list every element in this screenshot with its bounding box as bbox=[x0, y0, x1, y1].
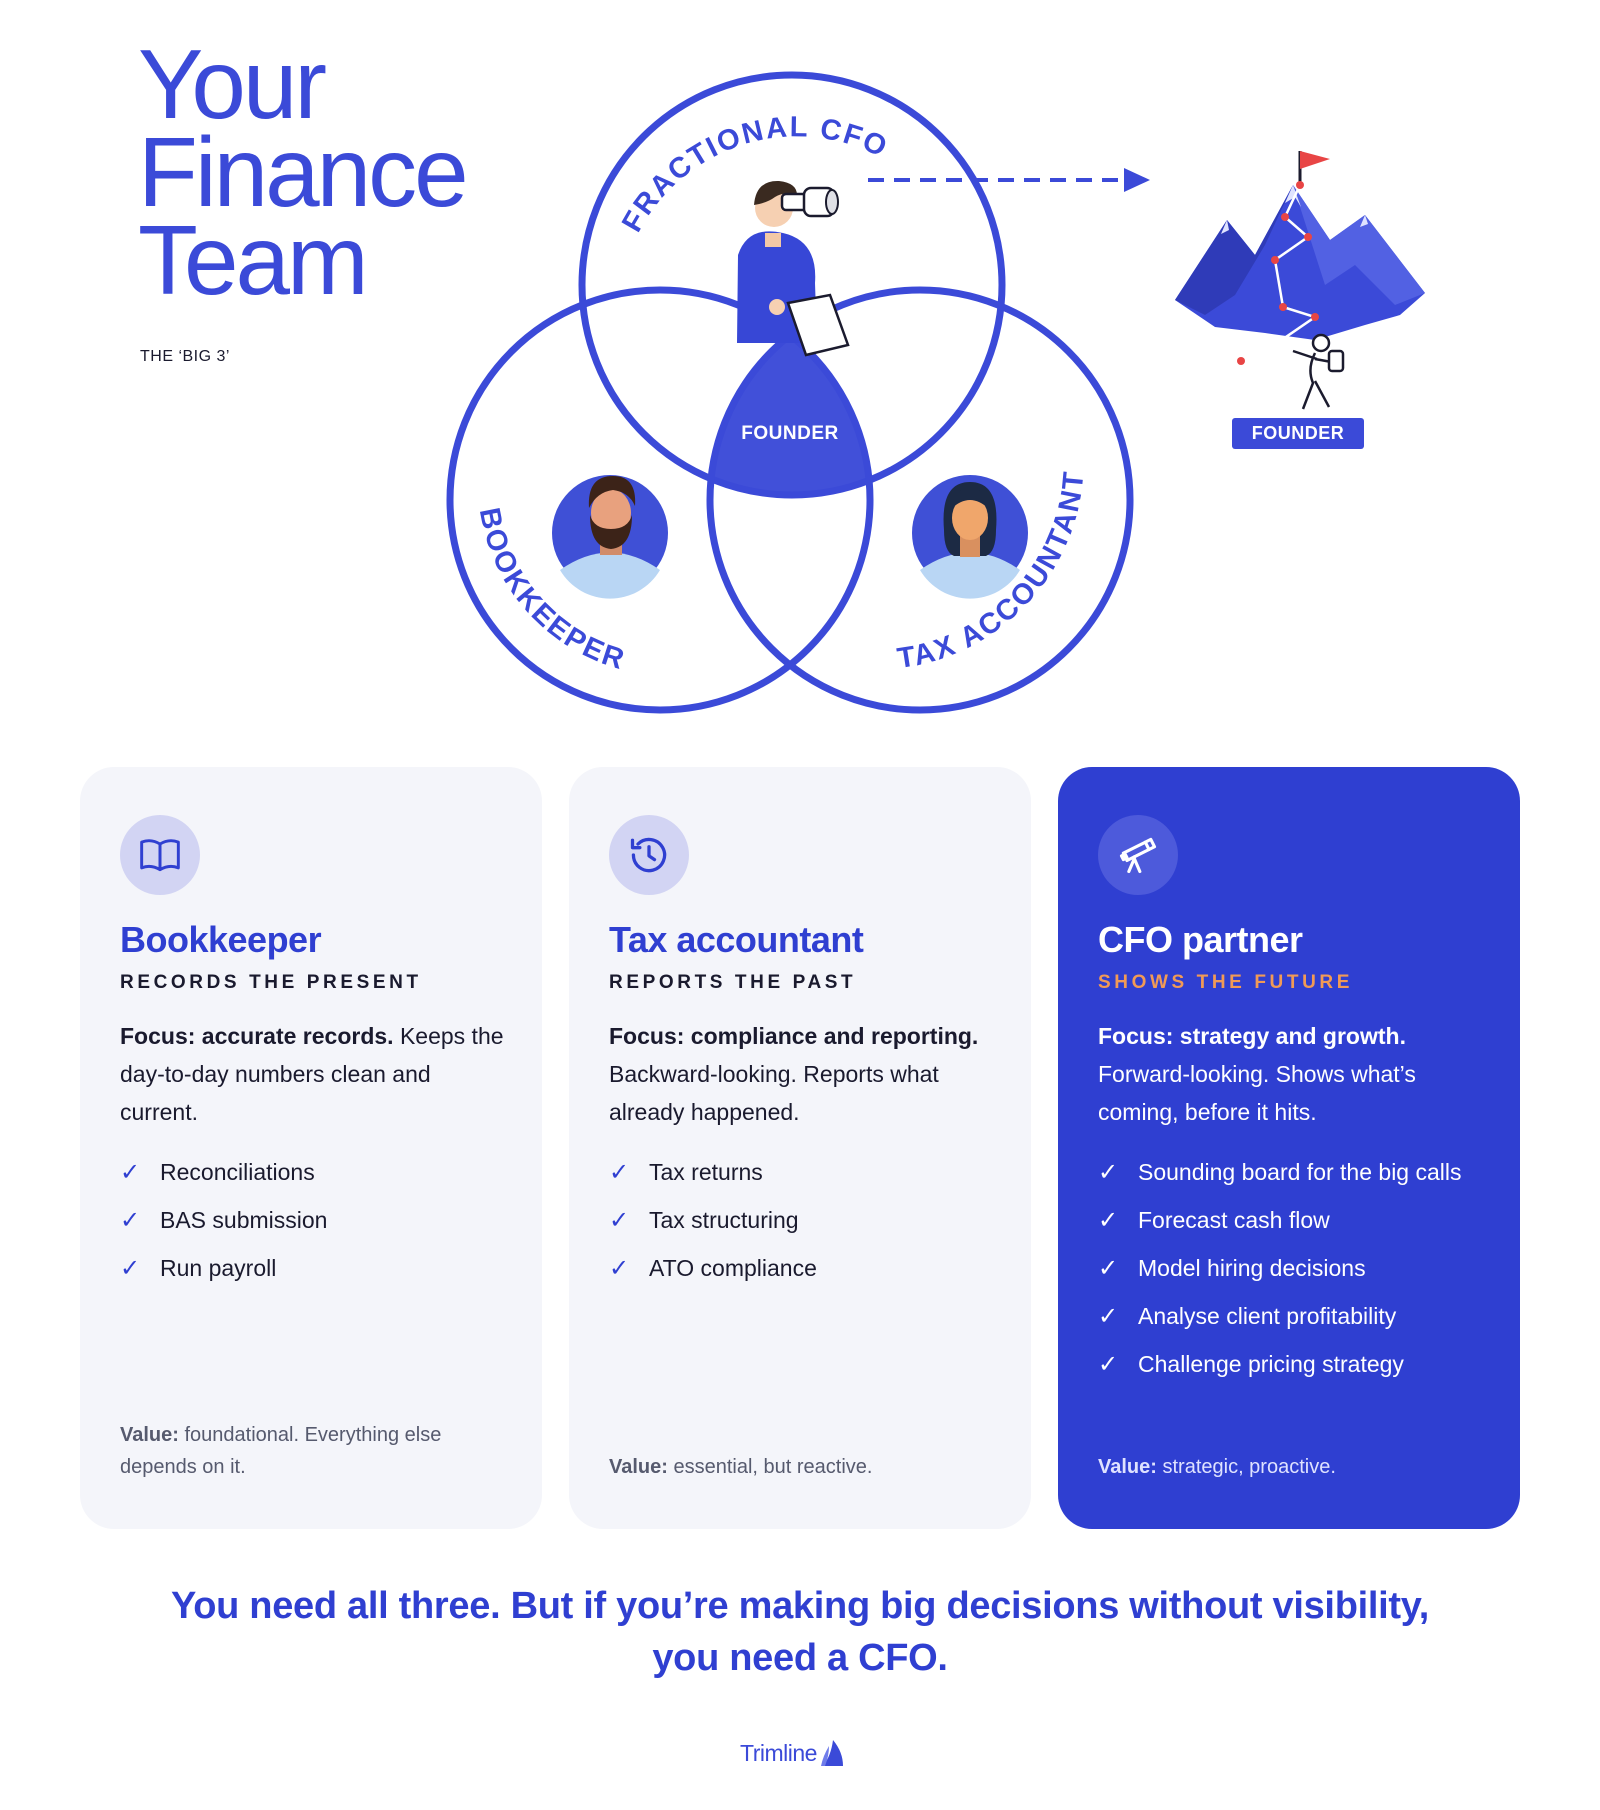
venn-circle-cfo bbox=[578, 71, 1006, 499]
history-clock-icon bbox=[609, 815, 689, 895]
list-item-label: Tax structuring bbox=[649, 1207, 799, 1233]
card-bookkeeper: Bookkeeper RECORDS THE PRESENT Focus: ac… bbox=[80, 767, 542, 1529]
list-item: ✓ Forecast cash flow bbox=[1098, 1203, 1498, 1238]
bookkeeper-avatar bbox=[552, 475, 668, 599]
card-focus: Focus: compliance and reporting. Backwar… bbox=[609, 1017, 999, 1131]
bottom-statement-line-1: You need all three. But if you’re making… bbox=[170, 1585, 1430, 1627]
tax-accountant-avatar bbox=[912, 475, 1028, 599]
cfo-binoculars-icon bbox=[737, 180, 850, 357]
list-item-label: Sounding board for the big calls bbox=[1138, 1159, 1462, 1185]
card-tagline: REPORTS THE PAST bbox=[609, 972, 857, 993]
list-item: ✓ Tax structuring bbox=[609, 1203, 1009, 1238]
sail-logo-icon bbox=[820, 1740, 843, 1766]
card-tagline: SHOWS THE FUTURE bbox=[1098, 972, 1353, 993]
card-value-rest: foundational. Everything else depends on… bbox=[120, 1424, 442, 1478]
list-item: ✓ Tax returns bbox=[609, 1155, 1009, 1190]
card-focus: Focus: accurate records. Keeps the day-t… bbox=[120, 1017, 510, 1131]
card-cfo-partner: CFO partner SHOWS THE FUTURE Focus: stra… bbox=[1058, 767, 1520, 1529]
climber-icon bbox=[1292, 333, 1345, 410]
founder-tag: FOUNDER bbox=[1232, 418, 1364, 449]
role-cards: Bookkeeper RECORDS THE PRESENT Focus: ac… bbox=[80, 767, 1520, 1529]
check-icon: ✓ bbox=[1098, 1351, 1119, 1378]
card-value-rest: strategic, proactive. bbox=[1156, 1456, 1336, 1478]
card-tagline: RECORDS THE PRESENT bbox=[120, 972, 422, 993]
card-checklist: ✓ Reconciliations ✓ BAS submission ✓ Run pa… bbox=[120, 1155, 520, 1299]
brand-name: Trimline bbox=[740, 1739, 817, 1766]
list-item-label: Run payroll bbox=[160, 1255, 277, 1281]
mountain-summit-icon bbox=[1175, 151, 1425, 410]
card-focus-bold: Focus: compliance and reporting. bbox=[609, 1023, 979, 1049]
card-value-bold: Value: bbox=[1098, 1456, 1157, 1478]
card-value: Value: essential, but reactive. bbox=[609, 1451, 999, 1483]
hero-subtitle: THE ‘BIG 3’ bbox=[140, 348, 230, 365]
hero-title: Your Finance Team bbox=[138, 29, 469, 315]
check-icon: ✓ bbox=[609, 1159, 630, 1186]
brand-logo: Trimline bbox=[740, 1733, 870, 1773]
list-item: ✓ Sounding board for the big calls bbox=[1098, 1155, 1498, 1190]
telescope-icon bbox=[1098, 815, 1178, 895]
card-value: Value: foundational. Everything else dep… bbox=[120, 1419, 510, 1483]
venn-circle-tax bbox=[706, 286, 1134, 714]
hero-title-line-2: Finance bbox=[138, 117, 469, 227]
hero-title-line-3: Team bbox=[138, 205, 369, 315]
venn-diagram: FRACTIONAL CFO BOOKKEEPER TAX ACCOUNTANT… bbox=[446, 71, 1150, 714]
book-open-icon bbox=[120, 815, 200, 895]
venn-center-label: FOUNDER bbox=[741, 423, 838, 444]
list-item-label: Challenge pricing strategy bbox=[1138, 1351, 1404, 1377]
card-focus-bold: Focus: accurate records. bbox=[120, 1023, 394, 1049]
check-icon: ✓ bbox=[1098, 1207, 1119, 1234]
list-item: ✓ Analyse client profitability bbox=[1098, 1299, 1498, 1334]
bottom-statement: You need all three. But if you’re making… bbox=[100, 1580, 1500, 1684]
list-item-label: Analyse client profitability bbox=[1138, 1303, 1397, 1329]
list-item-label: Model hiring decisions bbox=[1138, 1255, 1366, 1281]
card-tax-accountant: Tax accountant REPORTS THE PAST Focus: c… bbox=[569, 767, 1031, 1529]
arrow-head-icon bbox=[1124, 168, 1150, 192]
card-focus-rest: Forward-looking. Shows what’s coming, be… bbox=[1098, 1061, 1416, 1125]
list-item: ✓ Model hiring decisions bbox=[1098, 1251, 1498, 1286]
check-icon: ✓ bbox=[609, 1255, 630, 1282]
card-focus-rest: Keeps the day-to-day numbers clean and c… bbox=[120, 1023, 504, 1125]
card-focus-rest: Backward-looking. Reports what already h… bbox=[609, 1061, 939, 1125]
list-item: ✓ Run payroll bbox=[120, 1251, 520, 1286]
list-item: ✓ BAS submission bbox=[120, 1203, 520, 1238]
list-item: ✓ Challenge pricing strategy bbox=[1098, 1347, 1498, 1382]
check-icon: ✓ bbox=[609, 1207, 630, 1234]
summit-flag-icon bbox=[1300, 151, 1330, 169]
list-item-label: Reconciliations bbox=[160, 1159, 315, 1185]
card-title: CFO partner bbox=[1098, 919, 1303, 960]
check-icon: ✓ bbox=[1098, 1159, 1119, 1186]
card-checklist: ✓ Tax returns ✓ Tax structuring ✓ ATO compl… bbox=[609, 1155, 1009, 1299]
card-title: Tax accountant bbox=[609, 919, 864, 960]
card-value: Value: strategic, proactive. bbox=[1098, 1451, 1488, 1483]
venn-center-region bbox=[710, 290, 870, 495]
list-item: ✓ ATO compliance bbox=[609, 1251, 1009, 1286]
check-icon: ✓ bbox=[120, 1159, 141, 1186]
venn-circle-bookkeeper bbox=[446, 286, 874, 714]
check-icon: ✓ bbox=[1098, 1303, 1119, 1330]
card-title: Bookkeeper bbox=[120, 919, 322, 960]
card-focus: Focus: strategy and growth. Forward-look… bbox=[1098, 1017, 1488, 1131]
bottom-statement-line-2: you need a CFO. bbox=[652, 1637, 948, 1679]
list-item-label: BAS submission bbox=[160, 1207, 328, 1233]
card-value-bold: Value: bbox=[120, 1424, 179, 1446]
hero-title-line-1: Your bbox=[138, 29, 327, 139]
card-checklist: ✓ Sounding board for the big calls ✓ Forec… bbox=[1098, 1155, 1498, 1395]
card-focus-bold: Focus: strategy and growth. bbox=[1098, 1023, 1406, 1049]
check-icon: ✓ bbox=[1098, 1255, 1119, 1282]
card-value-bold: Value: bbox=[609, 1456, 668, 1478]
check-icon: ✓ bbox=[120, 1255, 141, 1282]
list-item-label: Forecast cash flow bbox=[1138, 1207, 1330, 1233]
venn-label-cfo: FRACTIONAL CFO bbox=[616, 111, 893, 237]
list-item-label: ATO compliance bbox=[649, 1255, 817, 1281]
card-value-rest: essential, but reactive. bbox=[667, 1456, 873, 1478]
check-icon: ✓ bbox=[120, 1207, 141, 1234]
list-item: ✓ Reconciliations bbox=[120, 1155, 520, 1190]
list-item-label: Tax returns bbox=[649, 1159, 763, 1185]
